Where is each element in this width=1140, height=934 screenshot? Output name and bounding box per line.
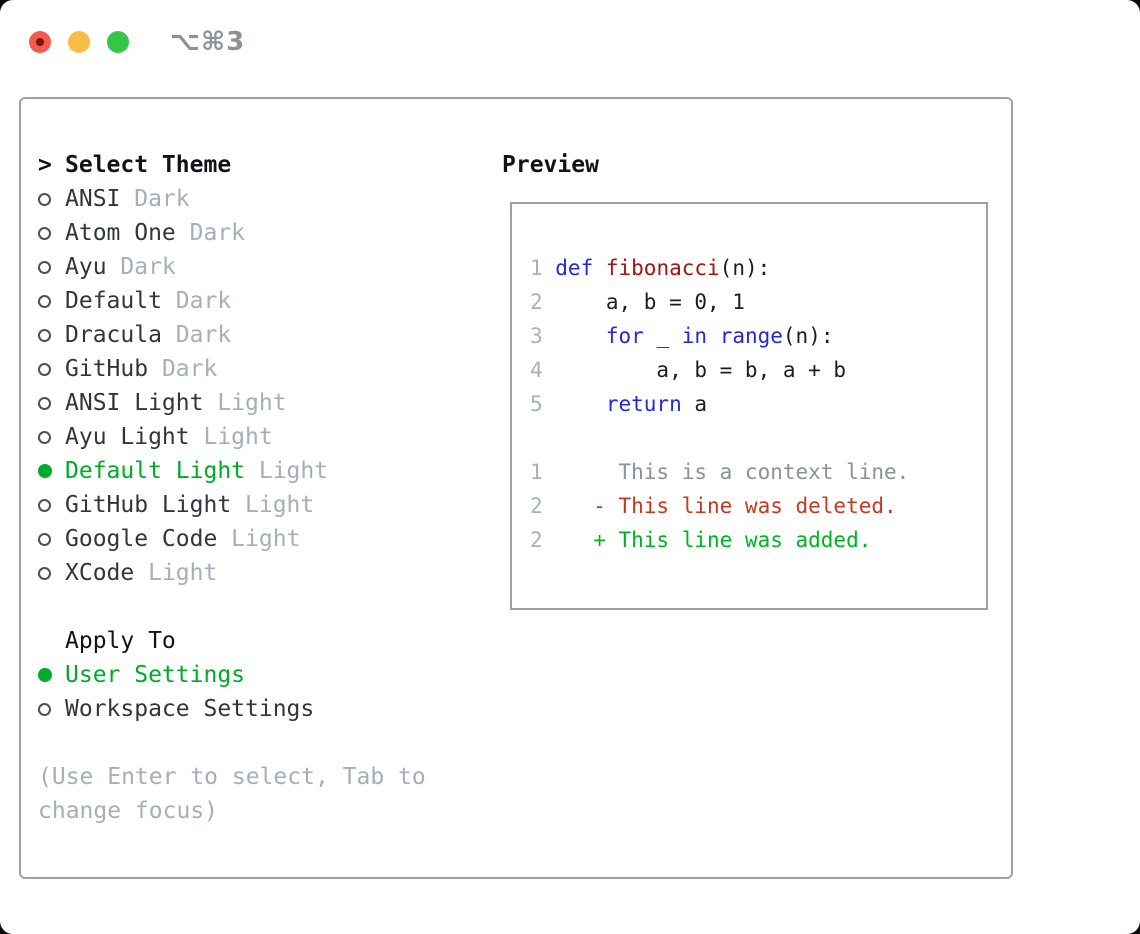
- radio-icon: [38, 192, 65, 206]
- line-number: 3: [530, 324, 543, 348]
- theme-name: Ayu: [65, 254, 107, 280]
- radio-icon: [38, 430, 65, 444]
- theme-option[interactable]: Default Light Light: [38, 454, 426, 488]
- unsaved-indicator-dot: [36, 38, 44, 46]
- select-theme-header-row: > Select Theme: [38, 148, 426, 182]
- radio-icon: [38, 532, 65, 546]
- theme-name: Default Light: [65, 458, 246, 484]
- line-number: 2: [530, 528, 543, 552]
- theme-option[interactable]: Ayu Dark: [38, 250, 426, 284]
- code-line: 2 a, b = 0, 1: [530, 285, 986, 319]
- theme-name: Atom One: [65, 220, 176, 246]
- theme-option[interactable]: Atom One Dark: [38, 216, 426, 250]
- theme-option[interactable]: XCode Light: [38, 556, 426, 590]
- radio-icon: [38, 362, 65, 376]
- radio-icon: [38, 566, 65, 580]
- radio-icon: [38, 498, 65, 512]
- code-line: 3 for _ in range(n):: [530, 319, 986, 353]
- theme-name: Dracula: [65, 322, 162, 348]
- hint-text: (Use Enter to select, Tab to change focus…: [38, 760, 426, 828]
- theme-option[interactable]: ANSI Dark: [38, 182, 426, 216]
- theme-variant: Light: [245, 458, 329, 484]
- theme-name: Default: [65, 288, 162, 314]
- theme-option[interactable]: Ayu Light Light: [38, 420, 426, 454]
- spacer-row: [38, 590, 426, 624]
- theme-variant: Dark: [106, 254, 176, 280]
- radio-icon: [38, 328, 65, 342]
- theme-name: GitHub Light: [65, 492, 232, 518]
- theme-variant: Light: [134, 560, 218, 586]
- theme-variant: Dark: [161, 288, 232, 314]
- theme-name: GitHub: [65, 356, 149, 382]
- select-theme-header: Select Theme: [65, 152, 232, 178]
- theme-option[interactable]: GitHub Dark: [38, 352, 426, 386]
- radio-icon: [38, 702, 65, 716]
- theme-option[interactable]: Dracula Dark: [38, 318, 426, 352]
- line-number: 4: [530, 358, 543, 382]
- line-number: 1: [530, 256, 543, 280]
- theme-option[interactable]: Google Code Light: [38, 522, 426, 556]
- preview-header: Preview: [502, 152, 599, 178]
- theme-name: XCode: [65, 560, 135, 586]
- theme-variant: Light: [217, 526, 301, 552]
- apply-to-header: Apply To: [65, 628, 176, 654]
- titlebar: ⌥⌘3: [29, 27, 245, 57]
- theme-name: ANSI Light: [65, 390, 204, 416]
- cursor-marker: >: [38, 152, 52, 178]
- apply-to-option[interactable]: Workspace Settings: [38, 692, 426, 726]
- apply-to-option[interactable]: User Settings: [38, 658, 426, 692]
- window-title: ⌥⌘3: [170, 27, 246, 57]
- maximize-button[interactable]: [107, 31, 129, 53]
- theme-variant: Light: [189, 424, 273, 450]
- theme-variant: Dark: [120, 186, 190, 212]
- code-line: 5 return a: [530, 387, 986, 421]
- theme-variant: Light: [203, 390, 287, 416]
- radio-icon: [38, 668, 65, 682]
- theme-option[interactable]: GitHub Light Light: [38, 488, 426, 522]
- apply-to-label: User Settings: [65, 662, 246, 688]
- code-line: 2 + This line was added.: [530, 523, 986, 557]
- code-line: 2 - This line was deleted.: [530, 489, 986, 523]
- hint-line: change focus): [38, 798, 219, 824]
- theme-variant: Dark: [161, 322, 232, 348]
- line-number: 2: [530, 494, 543, 518]
- spacer-row: [38, 726, 426, 760]
- radio-icon: [38, 260, 65, 274]
- radio-icon: [38, 396, 65, 410]
- code-line: [530, 421, 986, 455]
- theme-variant: Dark: [148, 356, 218, 382]
- apply-to-label: Workspace Settings: [65, 696, 315, 722]
- line-number: 5: [530, 392, 543, 416]
- theme-variant: Light: [231, 492, 315, 518]
- minimize-button[interactable]: [68, 31, 90, 53]
- hint-line: (Use Enter to select, Tab to: [38, 764, 426, 790]
- radio-icon: [38, 226, 65, 240]
- theme-option[interactable]: ANSI Light Light: [38, 386, 426, 420]
- radio-icon: [38, 464, 65, 478]
- radio-icon: [38, 294, 65, 308]
- theme-variant: Dark: [175, 220, 246, 246]
- apply-to-header-row: Apply To: [38, 624, 426, 658]
- theme-name: Google Code: [65, 526, 218, 552]
- theme-option[interactable]: Default Dark: [38, 284, 426, 318]
- close-button[interactable]: [29, 31, 51, 53]
- code-line: 4 a, b = b, a + b: [530, 353, 986, 387]
- code-line: 1 This is a context line.: [530, 455, 986, 489]
- theme-name: ANSI: [65, 186, 121, 212]
- line-number: 2: [530, 290, 543, 314]
- line-number: 1: [530, 460, 543, 484]
- theme-name: Ayu Light: [65, 424, 190, 450]
